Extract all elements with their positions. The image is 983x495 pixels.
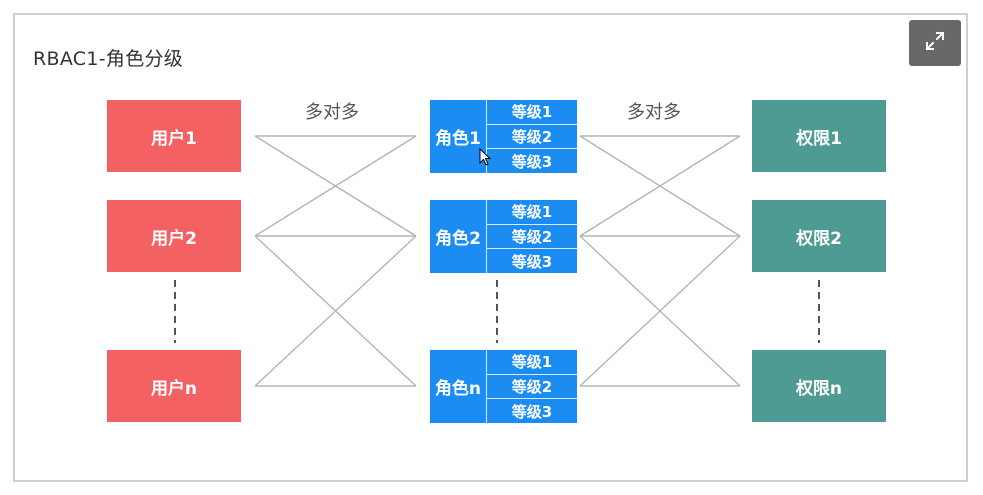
expand-icon [924,30,946,56]
role-level: 等级2 [487,375,577,400]
role-box-n: 角色n 等级1 等级2 等级3 [430,350,577,423]
permission-box-1: 权限1 [752,100,886,172]
expand-button[interactable] [909,20,961,66]
role-level: 等级1 [487,200,577,225]
role-label: 角色2 [430,200,487,273]
role-levels: 等级1 等级2 等级3 [487,100,577,173]
role-levels: 等级1 等级2 等级3 [487,200,577,273]
role-box-1: 角色1 等级1 等级2 等级3 [430,100,577,173]
user-label: 用户1 [151,128,197,149]
permission-box-n: 权限n [752,350,886,422]
many-to-many-label-left: 多对多 [305,102,359,123]
role-label: 角色1 [430,100,487,173]
permission-box-2: 权限2 [752,200,886,272]
connector-line [579,135,741,237]
connector-line [579,235,741,387]
role-level: 等级3 [511,152,553,171]
permission-label: 权限n [795,378,843,399]
role-box-2: 角色2 等级1 等级2 等级3 [430,200,577,273]
mouse-cursor-icon [479,148,491,166]
role-levels: 等级1 等级2 等级3 [487,350,577,423]
user-label: 用户n [150,378,198,399]
role-level: 等级3 [511,402,553,421]
role-level: 等级2 [487,225,577,250]
connector-line [254,135,417,237]
user-box-n: 用户n [107,350,241,422]
permission-label: 权限1 [796,128,842,149]
role-level: 等级2 [487,125,577,150]
connector-line [254,235,417,387]
role-level: 等级3 [511,252,553,271]
many-to-many-label-right: 多对多 [627,102,681,123]
user-box-2: 用户2 [107,200,241,272]
role-label: 角色n [430,350,487,423]
user-label: 用户2 [151,228,197,249]
role-level: 等级1 [487,350,577,375]
permission-label: 权限2 [796,228,842,249]
diagram-title: RBAC1-角色分级 [33,48,184,70]
role-level: 等级1 [487,100,577,125]
user-box-1: 用户1 [107,100,241,172]
